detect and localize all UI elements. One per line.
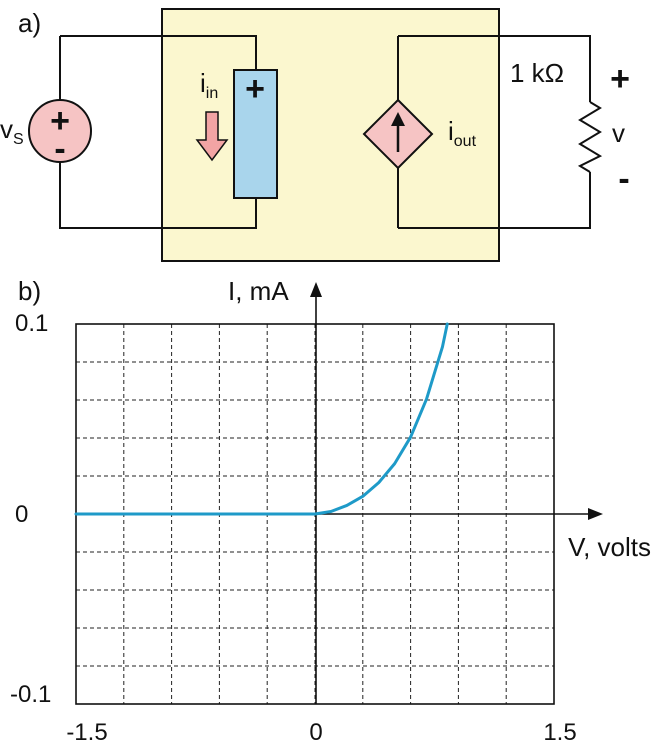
part-b-label: b) (18, 276, 41, 306)
circuit-diagram: a) + - vS (0, 8, 630, 262)
part-a-label: a) (18, 8, 41, 38)
output-current-label: iout (448, 116, 477, 150)
input-current-label: iin (200, 68, 218, 102)
voltage-source: + - vS (0, 99, 92, 168)
iv-curve (74, 322, 449, 516)
load-voltage-label: v (612, 118, 625, 148)
source-label-main: v (0, 114, 13, 144)
dependent-source-arrow-head (391, 112, 405, 126)
input-port-rect (233, 69, 278, 199)
x-axis-label: V, volts (568, 532, 651, 562)
y-axis-label: I, mA (228, 276, 289, 306)
source-minus-sign: - (54, 130, 65, 168)
iv-chart: b) I, mA V, volts 0.1 0 -0.1 -1.5 0 1.5 (10, 276, 651, 746)
y-tick-label-bottom: -0.1 (10, 681, 51, 708)
output-current-subscript: out (454, 133, 477, 150)
x-tick-label-left: -1.5 (66, 719, 107, 746)
load-minus-sign: - (618, 160, 629, 198)
source-plus-sign: + (50, 102, 70, 140)
voltage-source-circle (28, 99, 92, 163)
x-axis-arrowhead (588, 508, 603, 520)
input-current-arrow (195, 111, 229, 162)
two-port-box (161, 8, 500, 262)
dependent-current-source: iout (362, 98, 477, 170)
resistor-zigzag (577, 101, 603, 173)
load-plus-sign: + (610, 60, 630, 98)
internal-wires (162, 35, 499, 229)
x-tick-label-zero: 0 (309, 719, 322, 746)
chart-grid (76, 324, 554, 704)
resistor-value: 1 kΩ (510, 58, 564, 88)
x-tick-label-right: 1.5 (543, 719, 576, 746)
y-tick-label-zero: 0 (15, 501, 28, 528)
input-port: + (233, 69, 278, 199)
source-label: vS (0, 114, 24, 148)
y-axis-arrowhead (310, 282, 322, 297)
output-current-main: i (448, 116, 454, 146)
input-current-subscript: in (206, 85, 218, 102)
source-label-subscript: S (13, 131, 24, 148)
input-port-plus-sign: + (245, 70, 265, 108)
y-tick-label-top: 0.1 (15, 310, 48, 337)
input-current-main: i (200, 68, 206, 98)
load-resistor: 1 kΩ + v - (510, 58, 630, 198)
